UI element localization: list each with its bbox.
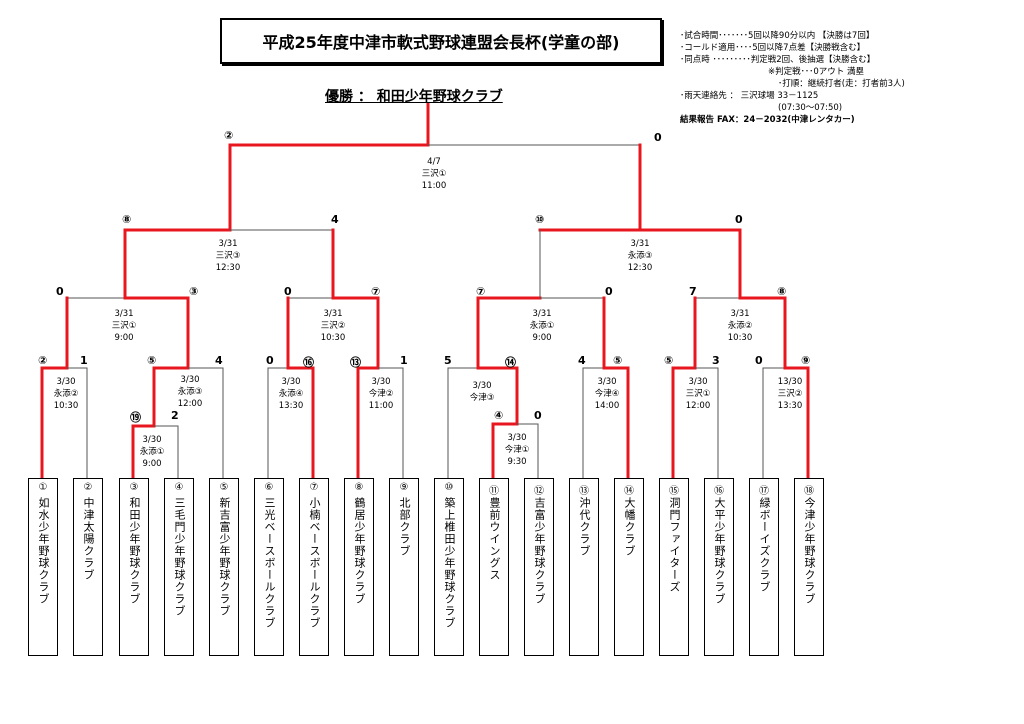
score-label: ② bbox=[224, 129, 234, 142]
note-line: ･試合時間･･･････5回以降90分以内 【決勝は7回】 bbox=[680, 31, 875, 41]
note-line: 結果報告 FAX：24－2032(中津レンタカー) bbox=[680, 115, 855, 125]
score-label: ⑬ bbox=[350, 356, 361, 369]
note-line: (07:30～07:50) bbox=[778, 103, 843, 113]
rules-notes: ･試合時間･･･････5回以降90分以内 【決勝は7回】 ･コールド適用････… bbox=[680, 30, 905, 126]
score-label: 0 bbox=[654, 131, 662, 144]
score-label: 7 bbox=[689, 285, 697, 298]
score-label: ⑩ bbox=[535, 213, 545, 226]
score-label: ⑦ bbox=[371, 285, 381, 298]
tournament-title: 平成25年度中津市軟式野球連盟会長杯(学童の部) bbox=[220, 18, 662, 64]
score-label: ⑦ bbox=[476, 285, 486, 298]
score-label: 0 bbox=[56, 285, 64, 298]
score-label: 0 bbox=[266, 354, 274, 367]
score-label: ② bbox=[38, 354, 48, 367]
score-label: 0 bbox=[534, 409, 542, 422]
score-label: 0 bbox=[755, 354, 763, 367]
score-label: 4 bbox=[215, 354, 223, 367]
note-line: ･同点時 ･････････判定戦2回、後抽選【決勝含む】 bbox=[680, 55, 876, 65]
score-label: ④ bbox=[494, 409, 504, 422]
score-label: 0 bbox=[605, 285, 613, 298]
score-label: 1 bbox=[80, 354, 88, 367]
score-label: ⑤ bbox=[664, 354, 674, 367]
champion-label: 優勝 ： 和田少年野球クラブ bbox=[325, 89, 503, 105]
note-line: ･雨天連絡先 ： 三沢球場 33－1125 bbox=[680, 91, 819, 101]
note-line: ※判定戦･･･0アウト 満塁 bbox=[768, 67, 864, 77]
note-line: ･コールド適用････5回以降7点差【決勝戦含む】 bbox=[680, 43, 866, 53]
score-label: ⑲ bbox=[130, 411, 141, 424]
score-label: ⑤ bbox=[147, 354, 157, 367]
score-label: 1 bbox=[400, 354, 408, 367]
score-label: ⑯ bbox=[303, 356, 314, 369]
score-label: 0 bbox=[735, 213, 743, 226]
score-label: 4 bbox=[331, 213, 339, 226]
score-label: 5 bbox=[444, 354, 452, 367]
score-label: ⑨ bbox=[801, 354, 811, 367]
note-line: ･打順：継続打者(走：打者前3人) bbox=[778, 79, 905, 89]
score-label: ⑤ bbox=[613, 354, 623, 367]
score-label: ③ bbox=[189, 285, 199, 298]
score-label: 0 bbox=[284, 285, 292, 298]
score-label: 4 bbox=[578, 354, 586, 367]
score-label: 3 bbox=[712, 354, 720, 367]
score-label: 2 bbox=[171, 409, 179, 422]
score-label: ⑧ bbox=[122, 213, 132, 226]
score-label: ⑭ bbox=[505, 356, 516, 369]
score-label: ⑧ bbox=[777, 285, 787, 298]
